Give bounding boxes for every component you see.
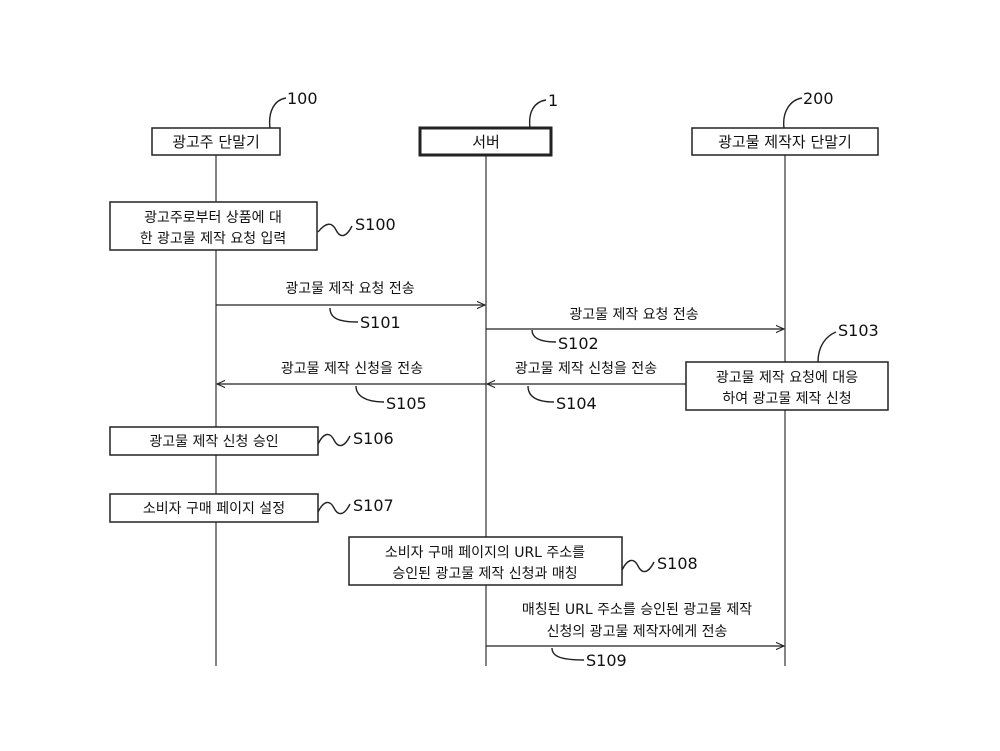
message-label-s102: 광고물 제작 요청 전송 [569, 307, 698, 323]
step-label-s107: S107 [353, 496, 394, 515]
step-leader-s107 [318, 502, 350, 513]
step-leader-s101 [330, 308, 358, 322]
step-leader-s103 [818, 332, 836, 362]
ref-leader-1 [530, 100, 546, 128]
ref-leader-200 [784, 98, 802, 128]
process-box-s106-line1: 광고물 제작 신청 승인 [149, 434, 278, 450]
step-leader-s106 [318, 434, 350, 445]
participant-advertiser-label: 광고주 단말기 [172, 133, 260, 151]
step-leader-s102 [532, 330, 556, 342]
message-label-s109-line2: 신청의 광고물 제작자에게 전송 [547, 624, 728, 640]
process-box-s100: 광고주로부터 상품에 대 한 광고물 제작 요청 입력 [110, 202, 317, 250]
message-label-s104: 광고물 제작 신청을 전송 [515, 361, 657, 377]
step-label-s105: S105 [386, 394, 427, 413]
ref-leader-100 [270, 98, 286, 128]
step-label-s106: S106 [353, 429, 394, 448]
process-box-s100-line1: 광고주로부터 상품에 대 [144, 210, 282, 226]
message-label-s109-line1: 매칭된 URL 주소를 승인된 광고물 제작 [522, 602, 752, 618]
ref-number-100: 100 [287, 89, 318, 108]
step-label-s102: S102 [558, 334, 599, 353]
process-box-s103-line1: 광고물 제작 요청에 대응 [716, 370, 858, 386]
process-box-s100-line2: 한 광고물 제작 요청 입력 [140, 231, 287, 247]
process-box-s108-line2: 승인된 광고물 제작 신청과 매칭 [392, 566, 577, 582]
process-box-s108-line1: 소비자 구매 페이지의 URL 주소를 [385, 545, 585, 561]
process-box-s103-line2: 하여 광고물 제작 신청 [722, 391, 851, 407]
step-label-s101: S101 [360, 313, 401, 332]
step-label-s103: S103 [838, 321, 879, 340]
participant-server-label: 서버 [472, 133, 500, 151]
message-label-s101: 광고물 제작 요청 전송 [285, 281, 414, 297]
process-box-s107-line1: 소비자 구매 페이지 설정 [143, 501, 285, 517]
ref-number-1: 1 [548, 91, 558, 110]
process-box-s107: 소비자 구매 페이지 설정 [110, 494, 318, 522]
participant-advertiser: 광고주 단말기 [152, 128, 280, 155]
step-label-s104: S104 [556, 394, 597, 413]
step-leader-s100 [318, 224, 352, 235]
step-label-s109: S109 [586, 651, 627, 670]
participant-server: 서버 [420, 128, 551, 155]
step-label-s100: S100 [355, 215, 396, 234]
step-leader-s104 [528, 386, 554, 402]
step-label-s108: S108 [657, 554, 698, 573]
process-box-s106: 광고물 제작 신청 승인 [110, 427, 318, 455]
participant-creator-label: 광고물 제작자 단말기 [718, 133, 852, 151]
step-leader-s105 [356, 386, 384, 402]
process-box-s103: 광고물 제작 요청에 대응 하여 광고물 제작 신청 [686, 362, 888, 410]
step-leader-s109 [552, 648, 584, 660]
process-box-s108: 소비자 구매 페이지의 URL 주소를 승인된 광고물 제작 신청과 매칭 [349, 537, 622, 585]
message-label-s105: 광고물 제작 신청을 전송 [281, 361, 423, 377]
participant-creator: 광고물 제작자 단말기 [692, 128, 878, 155]
ref-number-200: 200 [803, 89, 834, 108]
step-leader-s108 [622, 560, 654, 571]
